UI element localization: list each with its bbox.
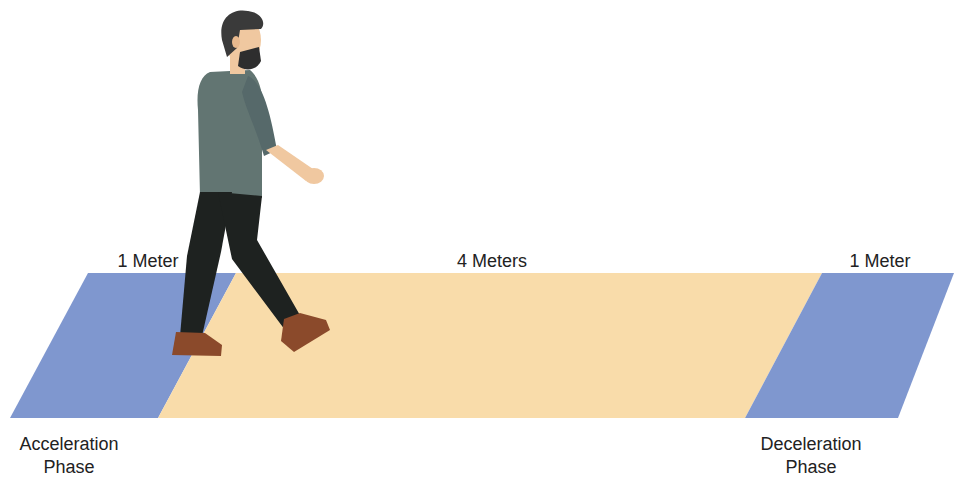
- band-shape: [158, 273, 822, 418]
- phase-label: Acceleration Phase: [4, 433, 134, 478]
- walkway-band: 4 Meters: [158, 273, 822, 418]
- phase-label: Deceleration Phase: [746, 433, 876, 478]
- length-label: 1 Meter: [849, 250, 910, 273]
- length-label: 4 Meters: [457, 250, 527, 273]
- walkway-band: 1 MeterDeceleration Phase: [745, 273, 954, 418]
- walkway-band: 1 MeterAcceleration Phase: [10, 273, 236, 418]
- length-label: 1 Meter: [117, 250, 178, 273]
- band-shape: [745, 273, 954, 418]
- band-shape: [10, 273, 236, 418]
